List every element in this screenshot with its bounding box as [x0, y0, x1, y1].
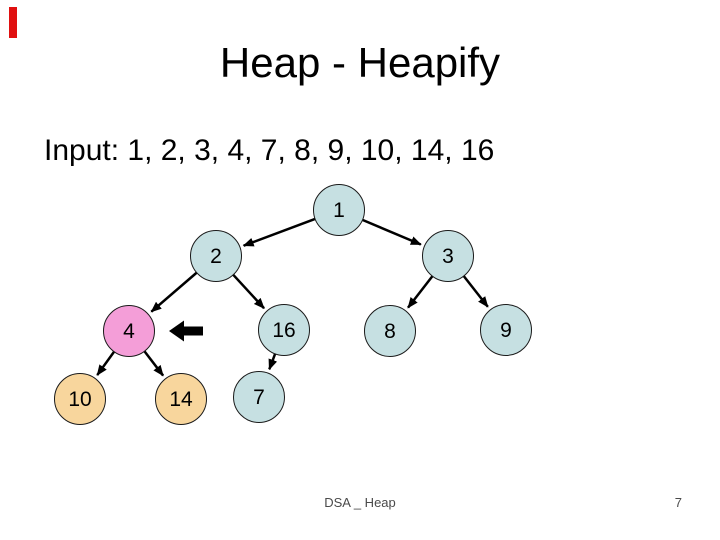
slide-title: Heap - Heapify	[219, 39, 501, 86]
tree-node-label: 8	[384, 320, 396, 343]
tree-node-circle	[190, 230, 242, 282]
tree-node-14: 14	[155, 373, 207, 425]
tree-node-label: 14	[169, 388, 193, 411]
tree-node-1: 1	[313, 184, 365, 236]
tree-node-3: 3	[422, 230, 474, 282]
tree-node-circle	[313, 184, 365, 236]
current-node-arrow-icon	[169, 320, 203, 342]
footer-page-number: 7	[674, 495, 682, 510]
tree-edge-3-9	[462, 274, 489, 308]
footer-title: DSA _ Heap	[324, 495, 396, 510]
tree-node-4: 4	[103, 305, 155, 357]
tree-node-2: 2	[190, 230, 242, 282]
tree-node-circle	[155, 373, 207, 425]
tree-node-circle	[480, 304, 532, 356]
tree-node-circle	[258, 304, 310, 356]
tree-node-circle	[233, 371, 285, 423]
tree-node-circle	[422, 230, 474, 282]
tree-node-8: 8	[364, 305, 416, 357]
tree-edge-4-10	[96, 350, 116, 376]
tree-edge-16-7	[268, 352, 278, 371]
tree-node-16: 16	[258, 304, 310, 356]
slide-accent-bar	[9, 7, 17, 38]
tree-edge-1-2	[242, 217, 317, 247]
tree-node-label: 4	[123, 320, 135, 343]
tree-node-circle	[103, 305, 155, 357]
tree-node-9: 9	[480, 304, 532, 356]
tree-edge-3-8	[407, 274, 435, 309]
tree-edge-1-3	[361, 218, 422, 246]
tree-node-label: 9	[500, 319, 512, 342]
tree-node-circle	[54, 373, 106, 425]
tree-node-label: 3	[442, 245, 454, 268]
tree-node-7: 7	[233, 371, 285, 423]
tree-node-label: 1	[333, 199, 345, 222]
tree-node-circle	[364, 305, 416, 357]
tree-edge-2-16	[231, 273, 265, 310]
tree-node-label: 10	[68, 388, 91, 411]
tree-edge-2-4	[150, 271, 199, 313]
input-sequence-text: Input: 1, 2, 3, 4, 7, 8, 9, 10, 14, 16	[44, 134, 495, 167]
tree-node-label: 7	[253, 386, 265, 409]
tree-node-label: 2	[210, 245, 222, 268]
tree-edge-4-14	[142, 349, 165, 377]
tree-node-10: 10	[54, 373, 106, 425]
tree-node-label: 16	[272, 319, 295, 342]
